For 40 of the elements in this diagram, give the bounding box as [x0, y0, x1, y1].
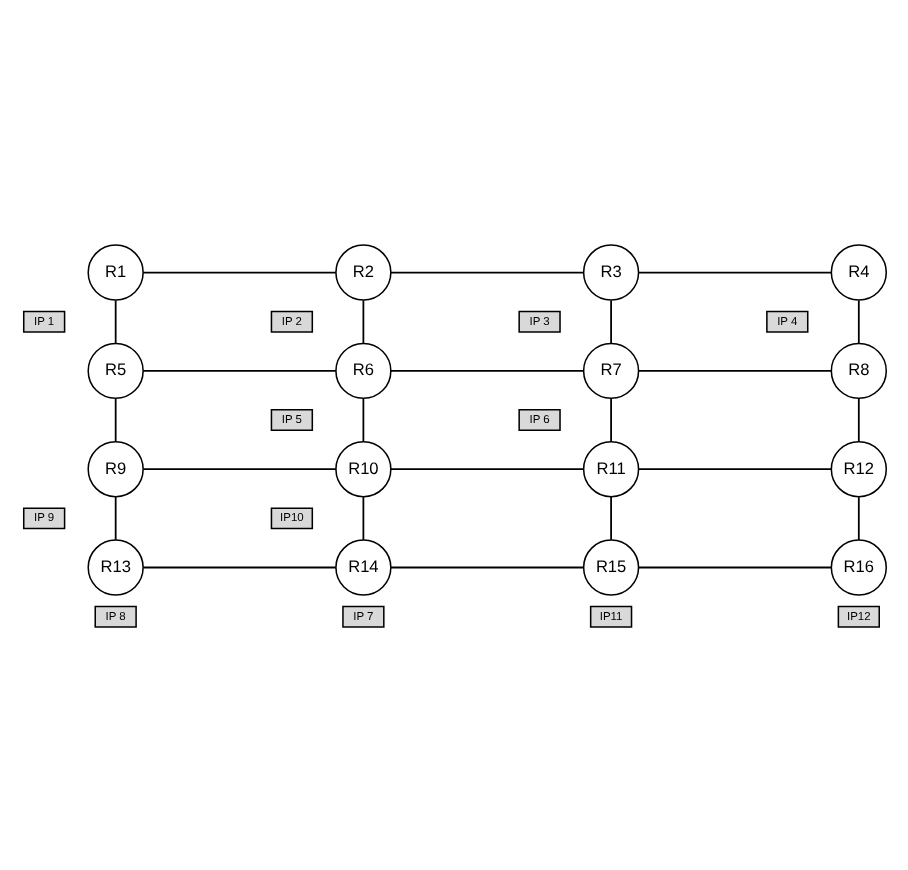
connector — [141, 565, 336, 568]
connector — [389, 467, 584, 470]
connector — [609, 396, 611, 442]
connector — [141, 467, 336, 470]
connector — [636, 467, 832, 470]
node-circle: R14 — [334, 538, 391, 595]
connector — [141, 369, 336, 371]
connector — [361, 396, 364, 442]
connector — [609, 298, 611, 344]
node-circle: R16 — [829, 538, 887, 595]
node-circle: R8 — [829, 341, 887, 399]
node-circle: R4 — [829, 243, 887, 300]
connector — [113, 396, 116, 442]
node-circle: R2 — [334, 243, 391, 300]
connector — [636, 369, 832, 371]
node-circle: R5 — [86, 341, 143, 399]
node-circle: R15 — [581, 538, 639, 595]
connector — [361, 495, 364, 540]
node-circle: R3 — [581, 243, 639, 300]
connector — [113, 495, 116, 540]
node-circle: R1 — [86, 243, 143, 300]
node-circle: R10 — [334, 440, 391, 497]
node-circle: R7 — [581, 341, 639, 399]
connector — [141, 270, 336, 273]
connector — [856, 495, 859, 540]
node-circle: R6 — [334, 341, 391, 399]
connector — [113, 298, 116, 344]
connector — [856, 396, 859, 442]
connector — [389, 369, 584, 371]
node-circle: R12 — [829, 440, 887, 497]
node-circle: R9 — [86, 440, 143, 497]
connector — [389, 565, 584, 568]
connector — [361, 298, 364, 344]
connector — [636, 565, 832, 568]
connector — [389, 270, 584, 273]
connector — [609, 495, 611, 540]
connector — [856, 298, 859, 344]
node-circle: R11 — [581, 440, 639, 497]
connector — [636, 270, 832, 273]
node-circle: R13 — [86, 538, 143, 595]
